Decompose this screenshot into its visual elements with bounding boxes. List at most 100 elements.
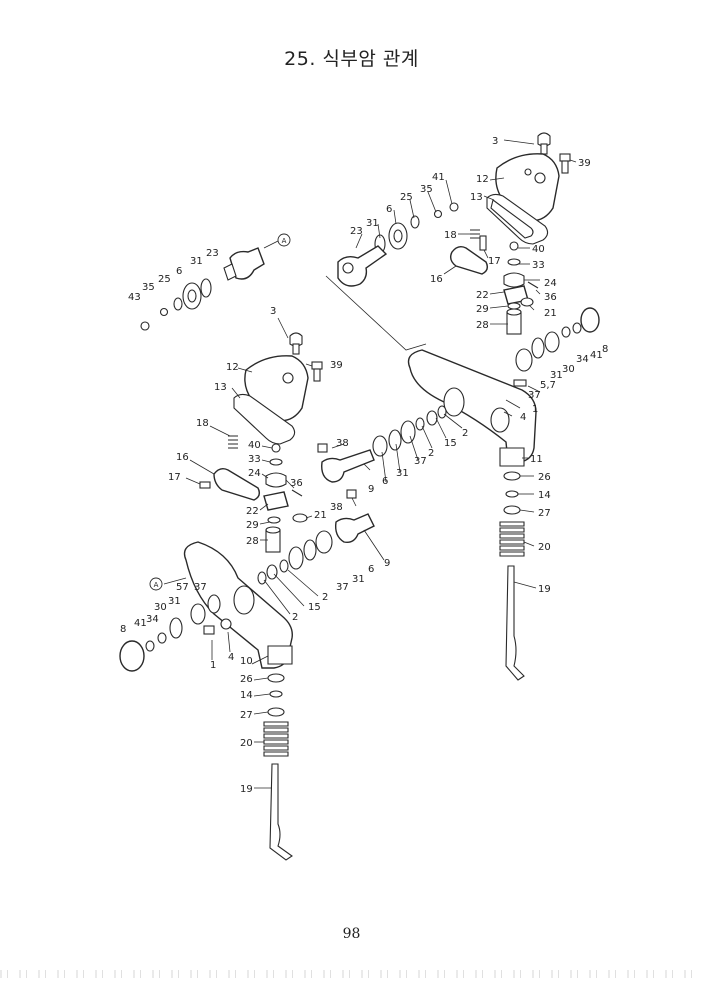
svg-text:14: 14 (240, 690, 253, 701)
svg-text:31: 31 (352, 574, 365, 585)
svg-text:31: 31 (366, 218, 379, 229)
svg-text:30: 30 (154, 602, 167, 613)
callout-numbers-upper-group: 3 39 12 13 41 35 25 6 31 23 18 17 40 16 … (350, 136, 591, 331)
upper-right-planting-arm (407, 307, 600, 681)
svg-text:41: 41 (134, 618, 147, 629)
svg-text:15: 15 (308, 602, 321, 613)
svg-text:22: 22 (476, 290, 489, 301)
svg-text:12: 12 (476, 174, 489, 185)
svg-text:14: 14 (538, 490, 551, 501)
leader-lines (185, 139, 577, 589)
svg-text:2: 2 (292, 612, 298, 623)
svg-text:6: 6 (382, 476, 388, 487)
callout-leaders-lower-left (211, 569, 319, 789)
svg-text:18: 18 (196, 418, 209, 429)
svg-text:16: 16 (430, 274, 443, 285)
page-title: 25. 식부암 관계 (284, 48, 419, 70)
svg-text:25: 25 (158, 274, 171, 285)
svg-text:3: 3 (270, 306, 276, 317)
svg-text:A: A (154, 581, 159, 589)
svg-text:6: 6 (368, 564, 374, 575)
svg-text:24: 24 (248, 468, 261, 479)
callout-numbers-middle-shaft: 38 2 15 2 37 31 6 9 (336, 428, 468, 495)
svg-text:31: 31 (168, 596, 181, 607)
svg-text:38: 38 (330, 502, 343, 513)
svg-text:18: 18 (444, 230, 457, 241)
svg-text:15: 15 (444, 438, 457, 449)
svg-text:33: 33 (532, 260, 545, 271)
svg-text:41: 41 (432, 172, 445, 183)
svg-text:2: 2 (462, 428, 468, 439)
svg-text:43: 43 (128, 292, 141, 303)
svg-text:27: 27 (240, 710, 253, 721)
svg-text:19: 19 (538, 584, 551, 595)
svg-text:23: 23 (206, 248, 219, 259)
reference-marker-a-lower: A (149, 577, 163, 591)
svg-text:17: 17 (488, 256, 501, 267)
svg-text:26: 26 (240, 674, 253, 685)
svg-text:A: A (282, 237, 287, 245)
svg-text:13: 13 (214, 382, 227, 393)
middle-shaft-assembly (317, 405, 447, 483)
svg-text:11: 11 (530, 454, 543, 465)
svg-text:31: 31 (550, 370, 563, 381)
svg-text:9: 9 (368, 484, 374, 495)
svg-text:20: 20 (240, 738, 253, 749)
svg-text:38: 38 (336, 438, 349, 449)
svg-text:10: 10 (240, 656, 253, 667)
svg-text:6: 6 (176, 266, 182, 277)
svg-text:36: 36 (544, 292, 557, 303)
svg-text:13: 13 (470, 192, 483, 203)
svg-text:28: 28 (246, 536, 259, 547)
svg-text:9: 9 (384, 558, 390, 569)
svg-text:20: 20 (538, 542, 551, 553)
svg-text:57: 57 (176, 582, 189, 593)
upper-left-shaft-assembly (140, 239, 281, 331)
svg-text:21: 21 (544, 308, 557, 319)
svg-text:29: 29 (476, 304, 489, 315)
svg-text:41: 41 (590, 350, 603, 361)
svg-text:1: 1 (532, 404, 538, 415)
svg-text:2: 2 (428, 448, 434, 459)
svg-text:4: 4 (228, 652, 234, 663)
svg-text:21: 21 (314, 510, 327, 521)
svg-text:28: 28 (476, 320, 489, 331)
callout-numbers-lower-group: 3 39 12 13 18 40 33 24 36 16 17 22 29 21… (168, 306, 390, 593)
scan-artifact-strip (0, 970, 703, 978)
reference-marker-a-upper: A (277, 233, 291, 247)
svg-text:34: 34 (576, 354, 589, 365)
svg-text:24: 24 (544, 278, 557, 289)
svg-text:27: 27 (538, 508, 551, 519)
svg-text:33: 33 (248, 454, 261, 465)
svg-text:36: 36 (290, 478, 303, 489)
page-number: 98 (342, 926, 361, 942)
svg-text:37: 37 (336, 582, 349, 593)
svg-text:31: 31 (396, 468, 409, 479)
svg-text:34: 34 (146, 614, 159, 625)
svg-text:1: 1 (210, 660, 216, 671)
svg-text:37: 37 (414, 456, 427, 467)
svg-text:37: 37 (528, 390, 541, 401)
svg-text:16: 16 (176, 452, 189, 463)
svg-text:26: 26 (538, 472, 551, 483)
callout-numbers-upper-left-shaft: 23 31 6 25 35 43 (128, 248, 219, 303)
svg-text:30: 30 (562, 364, 575, 375)
svg-text:12: 12 (226, 362, 239, 373)
svg-text:22: 22 (246, 506, 259, 517)
svg-text:8: 8 (602, 344, 608, 355)
upper-cover-assembly (337, 132, 571, 335)
svg-text:39: 39 (578, 158, 591, 169)
svg-text:35: 35 (142, 282, 155, 293)
svg-text:8: 8 (120, 624, 126, 635)
svg-text:40: 40 (532, 244, 545, 255)
svg-text:40: 40 (248, 440, 261, 451)
svg-text:19: 19 (240, 784, 253, 795)
lower-left-planting-arm (119, 541, 293, 861)
svg-text:5,7: 5,7 (540, 380, 556, 391)
svg-text:35: 35 (420, 184, 433, 195)
svg-text:2: 2 (322, 592, 328, 603)
svg-text:23: 23 (350, 226, 363, 237)
lower-cover-assembly (199, 332, 375, 570)
